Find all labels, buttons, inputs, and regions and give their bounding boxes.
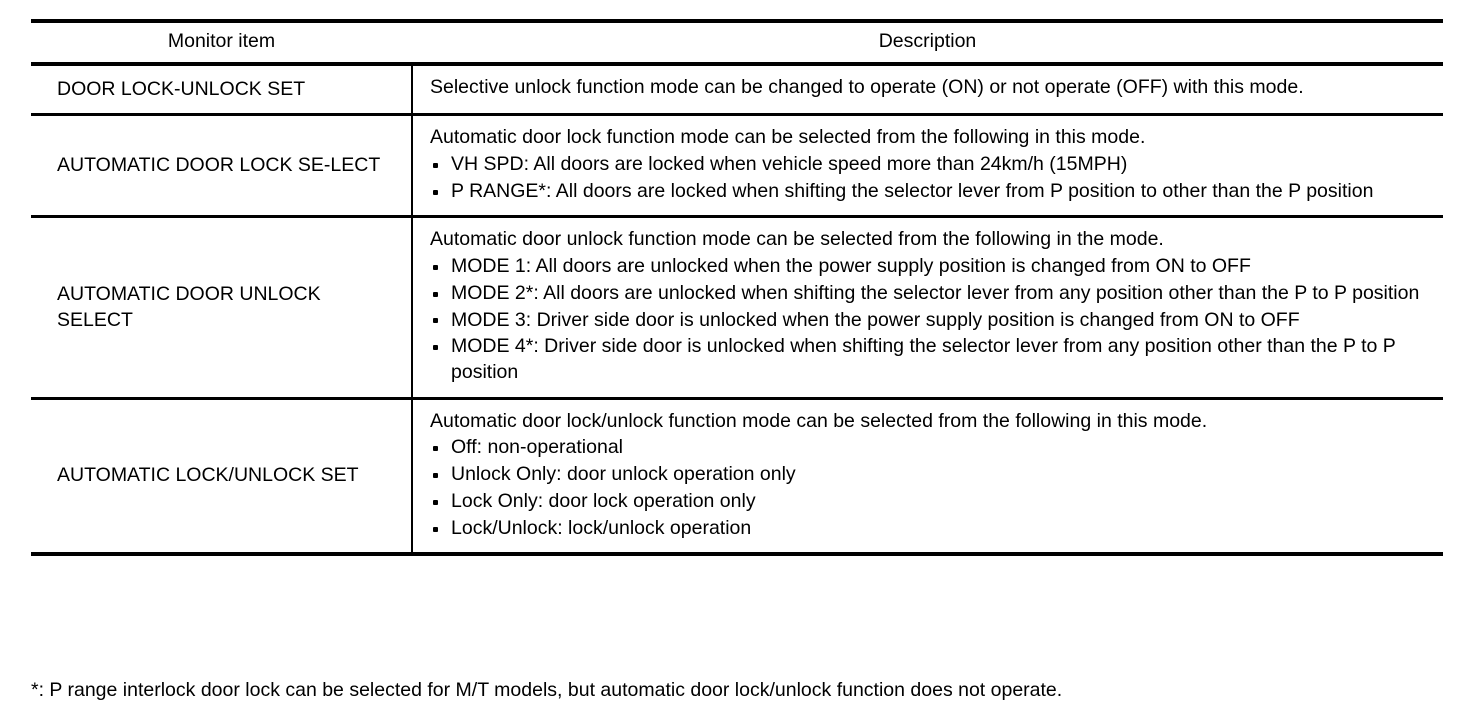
description-bullet-item: Lock/Unlock: lock/unlock operation [430, 516, 1429, 542]
description-bullet-item: MODE 4*: Driver side door is unlocked wh… [430, 334, 1429, 385]
description-lead-text: Automatic door unlock function mode can … [430, 228, 1164, 251]
bullet-dot-icon [433, 499, 438, 505]
bullet-text: Lock/Unlock: lock/unlock operation [451, 516, 752, 539]
bullet-dot-icon [433, 291, 438, 297]
bullet-text: MODE 4*: Driver side door is unlocked wh… [451, 335, 1396, 383]
bullet-text: P RANGE*: All doors are locked when shif… [451, 179, 1374, 202]
bullet-text: Lock Only: door lock operation only [451, 489, 756, 512]
monitor-item-table-wrapper: Monitor item Description DOOR LOCK-UNLOC… [31, 18, 1443, 557]
description-bullet-item: P RANGE*: All doors are locked when shif… [430, 179, 1429, 205]
column-header-description: Description [412, 18, 1443, 67]
bullet-dot-icon [433, 162, 438, 168]
table-row: DOOR LOCK-UNLOCK SET Selective unlock fun… [31, 64, 1443, 117]
bullet-dot-icon [433, 264, 438, 270]
description-bullet-item: MODE 3: Driver side door is unlocked whe… [430, 308, 1429, 334]
bullet-text: MODE 1: All doors are unlocked when the … [451, 255, 1251, 278]
column-header-monitor-item: Monitor item [31, 18, 412, 67]
description-bullet-item: VH SPD: All doors are locked when vehicl… [430, 152, 1429, 178]
footnote: *: P range interlock door lock can be se… [31, 679, 1063, 701]
description-lead-text: Automatic door lock/unlock function mode… [430, 409, 1208, 432]
description-cell: Automatic door unlock function mode can … [412, 216, 1443, 400]
table-row: AUTOMATIC DOOR LOCK SE-LECT Automatic doo… [31, 114, 1443, 219]
description-bullet-item: MODE 2*: All doors are unlocked when shi… [430, 281, 1429, 307]
description-lead-text: Selective unlock function mode can be ch… [430, 76, 1304, 99]
description-cell: Automatic door lock function mode can be… [412, 114, 1443, 219]
bullet-text: MODE 3: Driver side door is unlocked whe… [451, 308, 1300, 331]
description-bullet-item: MODE 1: All doors are unlocked when the … [430, 254, 1429, 280]
monitor-item-table: Monitor item Description DOOR LOCK-UNLOC… [31, 18, 1443, 557]
table-header: Monitor item Description [31, 18, 1443, 67]
bullet-dot-icon [433, 318, 438, 324]
bullet-text: VH SPD: All doors are locked when vehicl… [451, 152, 1128, 175]
description-cell: Automatic door lock/unlock function mode… [412, 398, 1443, 557]
bullet-dot-icon [433, 526, 438, 532]
monitor-item-cell: AUTOMATIC LOCK/UNLOCK SET [31, 398, 413, 557]
bullet-dot-icon [433, 446, 438, 452]
table-header-row: Monitor item Description [31, 18, 1443, 67]
bullet-text: Unlock Only: door unlock operation only [451, 463, 796, 486]
bullet-text: Off: non-operational [451, 436, 624, 459]
monitor-item-cell: AUTOMATIC DOOR LOCK SE-LECT [31, 114, 413, 219]
table-body: DOOR LOCK-UNLOCK SET Selective unlock fun… [31, 64, 1443, 557]
description-bullet-item: Unlock Only: door unlock operation only [430, 462, 1429, 488]
bullet-text: MODE 2*: All doors are unlocked when shi… [451, 281, 1420, 304]
bullet-dot-icon [433, 473, 438, 479]
description-cell: Selective unlock function mode can be ch… [412, 64, 1443, 117]
description-bullet-list: VH SPD: All doors are locked when vehicl… [430, 152, 1429, 204]
description-bullet-item: Off: non-operational [430, 435, 1429, 461]
table-row: AUTOMATIC LOCK/UNLOCK SET Automatic door … [31, 398, 1443, 557]
monitor-item-cell: DOOR LOCK-UNLOCK SET [31, 64, 413, 117]
description-bullet-list: MODE 1: All doors are unlocked when the … [430, 254, 1429, 386]
description-bullet-item: Lock Only: door lock operation only [430, 489, 1429, 515]
description-lead-text: Automatic door lock function mode can be… [430, 126, 1146, 149]
monitor-item-cell: AUTOMATIC DOOR UNLOCK SELECT [31, 216, 413, 400]
bullet-dot-icon [433, 345, 438, 351]
table-row: AUTOMATIC DOOR UNLOCK SELECT Automatic do… [31, 216, 1443, 400]
bullet-dot-icon [433, 189, 438, 195]
